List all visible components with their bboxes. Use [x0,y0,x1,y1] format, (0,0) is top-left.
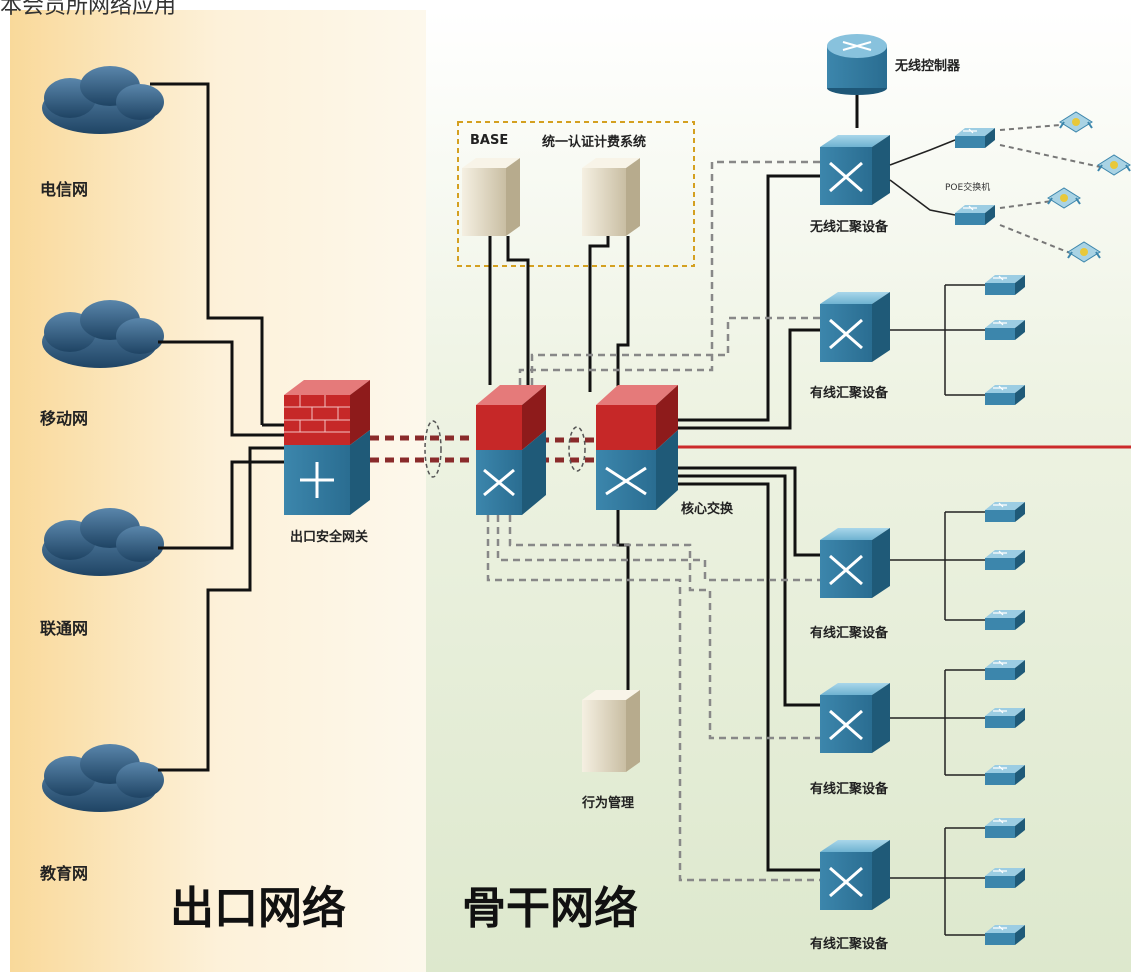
switch-icon [820,528,890,598]
access-switch-icon [985,660,1025,680]
server-links [488,236,630,392]
access-point-icon [1097,154,1131,176]
access-switch-icon [985,550,1025,570]
wired-agg-label: 有线汇聚设备 [810,937,889,952]
access-switch-group [955,128,1025,945]
access-switch-icon [985,868,1025,888]
access-switch-icon [985,925,1025,945]
access-point-icon [1059,111,1093,133]
behavior-link [616,510,630,690]
core-agg-links [678,174,820,872]
poe-label: POE交换机 [945,183,991,193]
access-switch-icon [985,385,1025,405]
core-label: 核心交换 [681,502,734,517]
access-switch-icon [985,502,1025,522]
switch-icon [820,292,890,362]
access-switch-icon [985,275,1025,295]
access-switch-icon [985,708,1025,728]
behavior-label: 行为管理 [582,796,635,811]
backbone-section-title: 骨干网络 [462,883,638,934]
access-switch-icon [985,320,1025,340]
cloud-icon [42,744,164,812]
gateway-device [284,380,370,515]
exit-section-title: 出口网络 [170,883,346,934]
router-icon [827,34,887,95]
isp-label-education: 教育网 [40,864,89,883]
switch-icon [820,135,890,205]
auth-label: 统一认证计费系统 [542,135,647,150]
isp-label-telecom: 电信网 [40,180,89,199]
core-switch-left [476,385,546,515]
isp-links [150,82,285,772]
server-icon [462,158,520,236]
dashed-links [486,160,820,882]
switch-icon [820,683,890,753]
access-switch-icon [985,610,1025,630]
cloud-icon [42,66,164,134]
gateway-label: 出口安全网关 [290,530,369,545]
base-label: BASE [470,133,509,148]
isp-label-mobile: 移动网 [40,409,89,428]
access-switch-icon [955,128,995,148]
cloud-icon [42,508,164,576]
wired-agg-label: 有线汇聚设备 [810,626,889,641]
auth-server-group [457,121,695,267]
server-icon [582,690,640,772]
gateway-core-links [370,435,595,463]
wired-agg-label: 有线汇聚设备 [810,386,889,401]
access-point-icon [1067,241,1101,263]
wlc-label: 无线控制器 [895,59,961,74]
access-point-group [1047,111,1131,263]
wired-agg-label: 有线汇聚设备 [810,782,889,797]
cloud-icon [42,300,164,368]
access-switch-icon [985,818,1025,838]
access-point-icon [1047,187,1081,209]
switch-icon [820,840,890,910]
ap-links [999,124,1106,256]
header-text: 本会员所网络应用 [0,0,177,19]
isp-label-unicom: 联通网 [40,619,89,638]
access-switch-icon [985,765,1025,785]
access-switch-icon [955,205,995,225]
wireless-agg-label: 无线汇聚设备 [810,220,889,235]
access-links [889,139,985,936]
server-icon [582,158,640,236]
core-switch-right [596,385,678,510]
